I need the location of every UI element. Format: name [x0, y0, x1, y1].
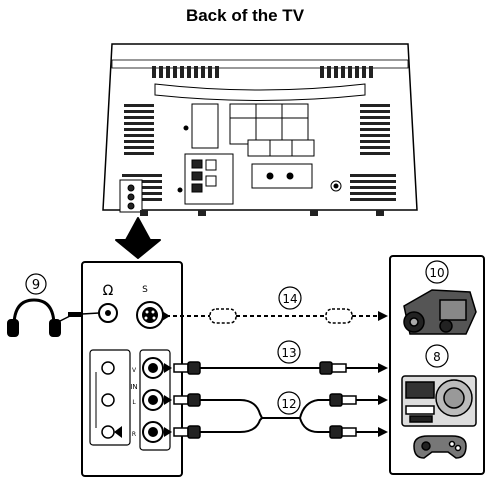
s-video-cable	[162, 309, 388, 323]
svg-text:12: 12	[281, 397, 296, 411]
jack-label-r: R	[132, 431, 136, 438]
tv-back	[103, 44, 417, 216]
headphone-symbol: Ω	[103, 283, 114, 299]
callout-8: 8	[426, 345, 448, 367]
rca-jack-audio-l	[143, 390, 163, 410]
video-cable	[164, 362, 388, 374]
zoom-arrow-icon	[116, 218, 160, 258]
callout-9: 9	[26, 274, 46, 294]
devices-panel: 10 8	[390, 256, 484, 474]
rca-jack-audio-r	[143, 422, 163, 442]
callout-14: 14	[279, 287, 301, 309]
rca-jack-video	[143, 358, 163, 378]
tv-side-av-panel	[120, 180, 142, 212]
svg-text:10: 10	[429, 266, 444, 280]
callout-12: 12	[278, 392, 300, 414]
callout-13: 13	[278, 341, 300, 363]
svg-text:14: 14	[282, 292, 297, 306]
svg-text:9: 9	[32, 278, 40, 293]
svg-text:8: 8	[433, 350, 441, 364]
tv-cover-plate	[192, 104, 218, 148]
audio-cable	[164, 394, 388, 438]
game-console-icon	[402, 376, 476, 426]
callout-10: 10	[426, 261, 448, 283]
svg-text:13: 13	[281, 346, 296, 360]
s-video-label: S	[142, 285, 148, 295]
input-label: IN	[130, 383, 137, 391]
